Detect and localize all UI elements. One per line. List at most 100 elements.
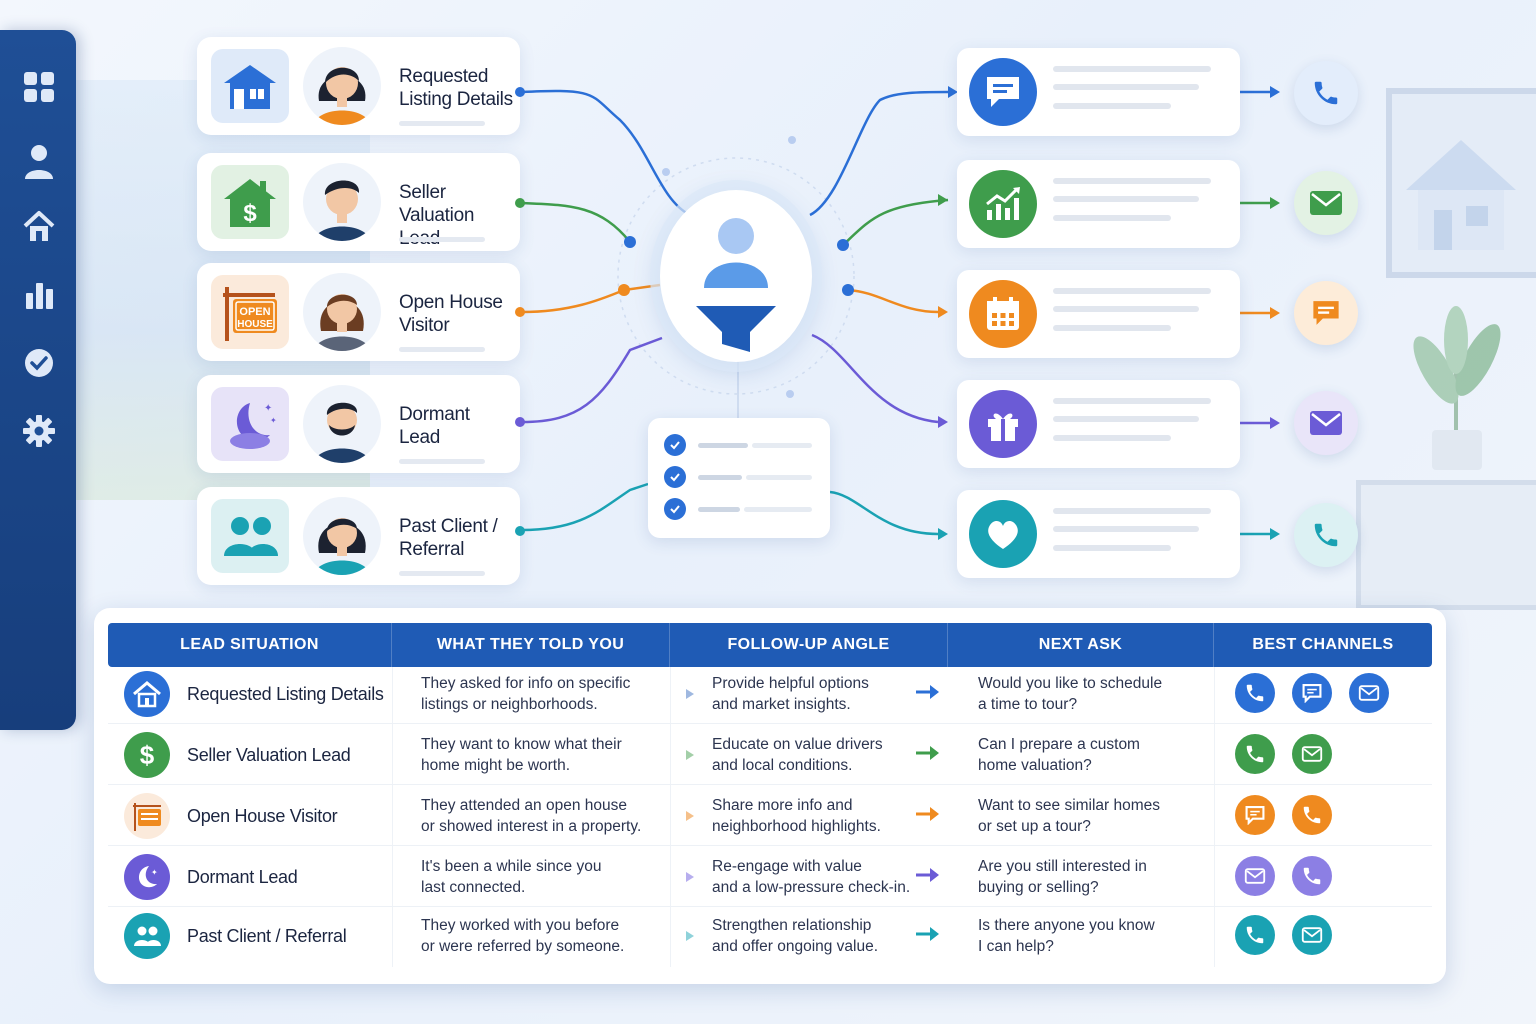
arrow-right-icon xyxy=(916,807,939,821)
message-card-calendar[interactable] xyxy=(957,270,1240,358)
flow-connectors xyxy=(521,86,1280,540)
phone-icon[interactable] xyxy=(1294,503,1358,567)
ask-line: Are you still interested in xyxy=(978,858,1147,875)
lead-card-open-house[interactable]: OPEN HOUSE Open House Visitor xyxy=(197,263,525,361)
connector-dot xyxy=(515,417,525,427)
lead-title: Dormant Lead xyxy=(399,404,470,448)
avatar xyxy=(303,497,381,575)
ask-line: Is there anyone you know xyxy=(978,917,1155,934)
table-row[interactable]: ✦ Dormant Lead It's been a while since y… xyxy=(108,847,1432,907)
people-icon xyxy=(124,913,170,959)
column-header: BEST CHANNELS xyxy=(1252,636,1394,653)
user-icon[interactable] xyxy=(20,142,58,180)
background-shelf xyxy=(1356,480,1536,610)
angle-line: and market insights. xyxy=(712,696,851,713)
phone-icon[interactable] xyxy=(1235,673,1275,713)
bar-chart-icon[interactable] xyxy=(20,276,58,314)
bullet-triangle xyxy=(686,750,694,760)
phone-icon[interactable] xyxy=(1235,915,1275,955)
lead-funnel-hub xyxy=(660,190,812,362)
mail-icon[interactable] xyxy=(1292,734,1332,774)
angle-line: and offer ongoing value. xyxy=(712,938,879,955)
phone-icon[interactable] xyxy=(1294,61,1358,125)
table-row[interactable]: $ Seller Valuation Lead They want to kno… xyxy=(108,725,1432,785)
mail-icon[interactable] xyxy=(1294,171,1358,235)
gift-icon xyxy=(969,390,1037,458)
home-icon[interactable] xyxy=(20,208,58,246)
background-house-icon xyxy=(1406,140,1516,250)
told-line: They asked for info on specific xyxy=(421,675,631,692)
ask-line: or set up a tour? xyxy=(978,818,1091,835)
check-icon xyxy=(664,434,686,456)
mail-icon[interactable] xyxy=(1235,856,1275,896)
angle-line: Re-engage with value xyxy=(712,858,862,875)
told-line: or were referred by someone. xyxy=(421,938,625,955)
ask-line: buying or selling? xyxy=(978,879,1099,896)
mail-icon[interactable] xyxy=(1292,915,1332,955)
ask-line: Can I prepare a custom xyxy=(978,736,1140,753)
arrow-right-icon xyxy=(916,685,939,699)
table-row[interactable]: Requested Listing Details They asked for… xyxy=(108,664,1432,724)
column-header: WHAT THEY TOLD YOU xyxy=(392,623,670,667)
bullet-triangle xyxy=(686,689,694,699)
told-line: They attended an open house xyxy=(421,797,627,814)
gear-icon[interactable] xyxy=(20,412,58,450)
angle-line: Educate on value drivers xyxy=(712,736,883,753)
lead-title: Requested Listing Details xyxy=(399,66,513,110)
table-row[interactable]: Open House Visitor They attended an open… xyxy=(108,786,1432,846)
told-line: They want to know what their xyxy=(421,736,622,753)
ask-line: Would you like to schedule xyxy=(978,675,1163,692)
svg-text:✦: ✦ xyxy=(151,868,158,877)
lead-card-seller-valuation[interactable]: $ Seller Valuation Lead xyxy=(197,153,525,251)
told-line: or showed interest in a property. xyxy=(421,818,642,835)
phone-icon[interactable] xyxy=(1292,795,1332,835)
check-icon xyxy=(664,498,686,520)
dollar-icon: $ xyxy=(124,732,170,778)
message-card-heart[interactable] xyxy=(957,490,1240,578)
placeholder-line xyxy=(399,121,485,126)
svg-text:$: $ xyxy=(140,740,155,770)
arrow-right-icon xyxy=(916,927,939,941)
table-header: LEAD SITUATION WHAT THEY TOLD YOU FOLLOW… xyxy=(108,623,1432,667)
people-icon xyxy=(211,499,289,573)
message-card-gift[interactable] xyxy=(957,380,1240,468)
angle-line: Share more info and xyxy=(712,797,853,814)
placeholder-line xyxy=(399,459,485,464)
connector-dot xyxy=(515,307,525,317)
column-header: NEXT ASK xyxy=(948,623,1214,667)
chat-icon[interactable] xyxy=(1292,673,1332,713)
checklist-item xyxy=(664,498,814,522)
angle-line: neighborhood highlights. xyxy=(712,818,881,835)
checklist-card xyxy=(648,418,830,538)
check-circle-icon[interactable] xyxy=(20,344,58,382)
angle-line: and a low-pressure check-in. xyxy=(712,879,911,896)
lead-situation: Requested Listing Details xyxy=(187,683,384,704)
lead-card-dormant[interactable]: ✦✦ Dormant Lead xyxy=(197,375,525,473)
lead-card-requested-listing[interactable]: Requested Listing Details xyxy=(197,37,525,135)
lead-card-past-client[interactable]: Past Client / Referral xyxy=(197,487,525,585)
phone-icon[interactable] xyxy=(1235,734,1275,774)
mail-icon[interactable] xyxy=(1294,391,1358,455)
bullet-triangle xyxy=(686,872,694,882)
chat-icon[interactable] xyxy=(1235,795,1275,835)
house-dollar-icon: $ xyxy=(211,165,289,239)
phone-icon[interactable] xyxy=(1292,856,1332,896)
column-header: LEAD SITUATION xyxy=(108,623,392,667)
connector-dot xyxy=(515,198,525,208)
lead-situation: Past Client / Referral xyxy=(187,925,347,946)
sign-text-open: OPEN xyxy=(239,306,270,318)
arrow-right-icon xyxy=(916,868,939,882)
mail-icon[interactable] xyxy=(1349,673,1389,713)
bullet-triangle xyxy=(686,811,694,821)
chart-growth-icon xyxy=(969,170,1037,238)
open-house-sign-icon xyxy=(124,793,170,839)
table-row[interactable]: Past Client / Referral They worked with … xyxy=(108,906,1432,966)
message-card-growth[interactable] xyxy=(957,160,1240,248)
lead-situation: Dormant Lead xyxy=(187,866,298,887)
dashboard-grid-icon[interactable] xyxy=(20,68,58,106)
avatar xyxy=(303,163,381,241)
chat-icon[interactable] xyxy=(1294,281,1358,345)
message-card-chat[interactable] xyxy=(957,48,1240,136)
calendar-icon xyxy=(969,280,1037,348)
lead-title: Past Client / Referral xyxy=(399,516,498,560)
